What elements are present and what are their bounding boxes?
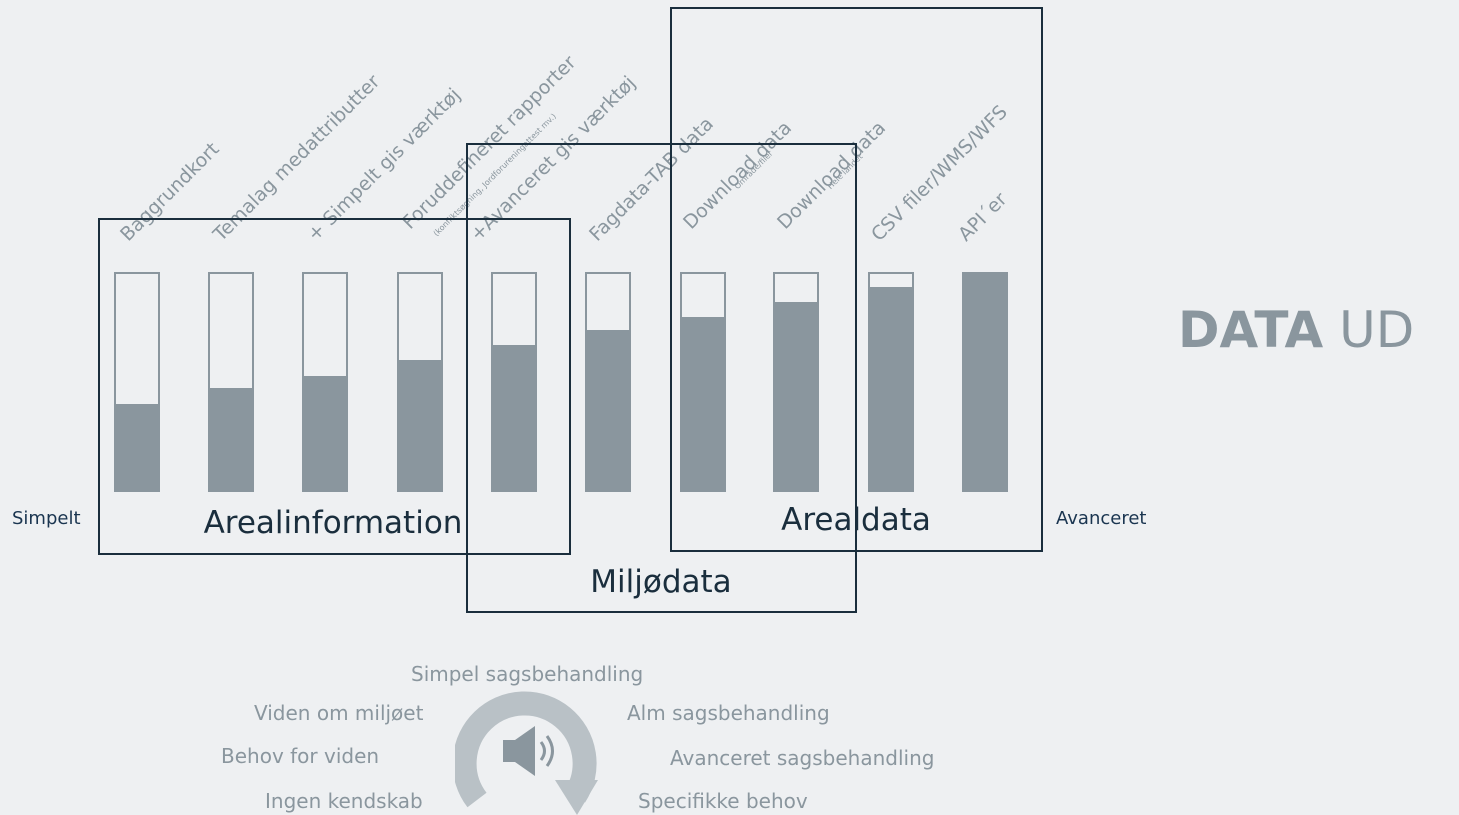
level-bar	[208, 272, 254, 492]
arealdata-frame	[670, 7, 1043, 552]
level-bar-fill	[116, 403, 158, 490]
cycle-label-simpel-sagsbehandling: Simpel sagsbehandling	[411, 662, 644, 686]
level-bar	[680, 272, 726, 492]
cycle-label-specifikke-behov: Specifikke behov	[638, 789, 808, 813]
level-bar-fill	[399, 360, 441, 490]
level-bar	[773, 272, 819, 492]
miljodata-frame	[466, 143, 857, 613]
cycle-label-alm-sagsbehandling: Alm sagsbehandling	[627, 701, 830, 725]
level-bar-fill	[775, 302, 817, 490]
level-bar	[962, 272, 1008, 492]
cycle-label-behov-for-viden: Behov for viden	[221, 744, 380, 768]
level-bar-fill	[682, 317, 724, 490]
cycle-label-ingen-kendskab: Ingen kendskab	[265, 789, 423, 813]
level-bar	[114, 272, 160, 492]
miljodata-label: Miljødata	[590, 564, 732, 600]
level-bar-fill	[964, 274, 1006, 490]
axis-label-avanceret: Avanceret	[1056, 508, 1147, 529]
arealinformation-frame	[98, 218, 571, 555]
speaker-icon	[503, 726, 554, 776]
arealinformation-label: Arealinformation	[203, 505, 463, 541]
level-bar-fill	[587, 330, 629, 490]
title-rest: UD	[1339, 301, 1415, 359]
cycle-arrow-icon	[455, 691, 598, 815]
level-bar	[491, 272, 537, 492]
cycle-arrowhead	[555, 780, 598, 815]
level-bar	[868, 272, 914, 492]
cycle-arc	[455, 691, 597, 808]
level-bar	[302, 272, 348, 492]
level-bar-fill	[304, 375, 346, 490]
cycle-label-avanceret-sagsbehandling: Avanceret sagsbehandling	[670, 746, 935, 770]
level-bar	[585, 272, 631, 492]
page-title: DATA UD	[1178, 303, 1414, 358]
axis-label-simpelt: Simpelt	[12, 508, 81, 529]
level-bar	[397, 272, 443, 492]
level-bar-fill	[210, 388, 252, 490]
level-bar-fill	[870, 286, 912, 490]
arealdata-label: Arealdata	[781, 502, 931, 538]
title-bold: DATA	[1178, 301, 1324, 359]
cycle-label-viden-om-miljoet: Viden om miljøet	[254, 701, 424, 725]
level-bar-fill	[493, 345, 535, 490]
